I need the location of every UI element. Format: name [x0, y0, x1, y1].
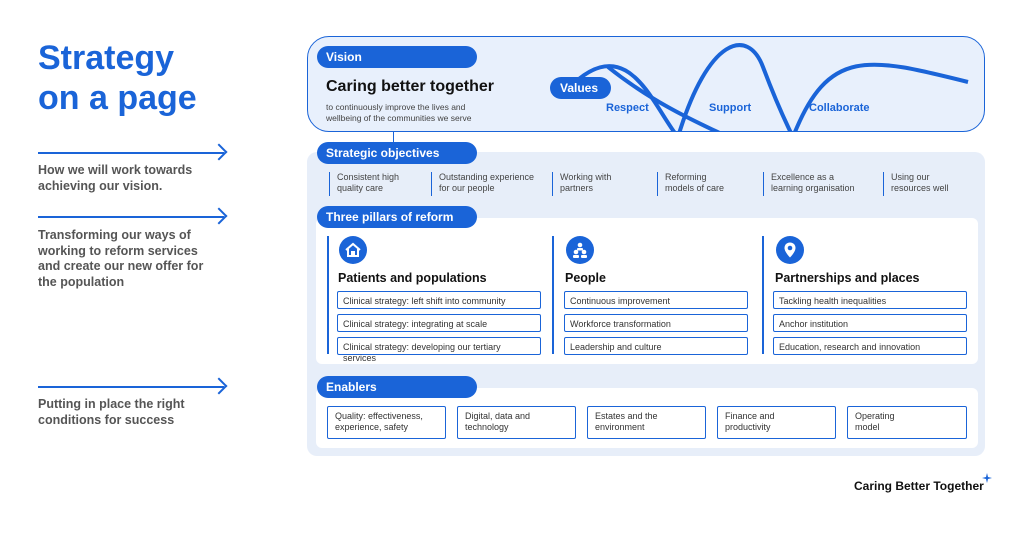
- pillar-2-box-1: Continuous improvement: [564, 291, 748, 309]
- pillar-name-2: People: [565, 271, 606, 285]
- enabler-1: Quality: effectiveness,experience, safet…: [327, 406, 446, 439]
- value-support: Support: [709, 102, 752, 114]
- arrow-enablers: [38, 386, 224, 388]
- page-title: Strategy on a page: [38, 39, 197, 117]
- arrow-objectives: [38, 152, 224, 154]
- pillar-1-box-2: Clinical strategy: integrating at scale: [337, 314, 541, 332]
- pillar-divider-1: [327, 236, 329, 354]
- value-respect: Respect: [606, 102, 649, 114]
- pillar-divider-2: [552, 236, 554, 354]
- pillars-label: Three pillars of reform: [317, 206, 477, 228]
- enablers-label: Enablers: [317, 376, 477, 398]
- pillar-1-box-1: Clinical strategy: left shift into commu…: [337, 291, 541, 309]
- pillar-3-box-3: Education, research and innovation: [773, 337, 967, 355]
- pillar-name-1: Patients and populations: [338, 271, 487, 285]
- footer-brand: Caring Better Together: [854, 479, 984, 493]
- vision-label: Vision: [317, 46, 477, 68]
- pillar-name-3: Partnerships and places: [775, 271, 920, 285]
- pillar-1-box-3: Clinical strategy: developing our tertia…: [337, 337, 541, 363]
- location-pin-icon: [776, 236, 804, 264]
- objectives-label: Strategic objectives: [317, 142, 477, 164]
- values-label: Values: [550, 77, 611, 99]
- vision-connector: [393, 132, 394, 144]
- pillar-2-box-2: Workforce transformation: [564, 314, 748, 332]
- vision-heading: Caring better together: [326, 78, 495, 95]
- values-loops-graphic: [566, 43, 969, 131]
- pillar-divider-3: [762, 236, 764, 354]
- pillar-3-box-1: Tackling health inequalities: [773, 291, 967, 309]
- pillar-2-box-3: Leadership and culture: [564, 337, 748, 355]
- arrow-pillars: [38, 216, 224, 218]
- house-icon: [339, 236, 367, 264]
- sparkle-icon: [982, 473, 992, 483]
- pillar-3-box-2: Anchor institution: [773, 314, 967, 332]
- people-icon: [566, 236, 594, 264]
- value-collaborate: Collaborate: [809, 102, 870, 114]
